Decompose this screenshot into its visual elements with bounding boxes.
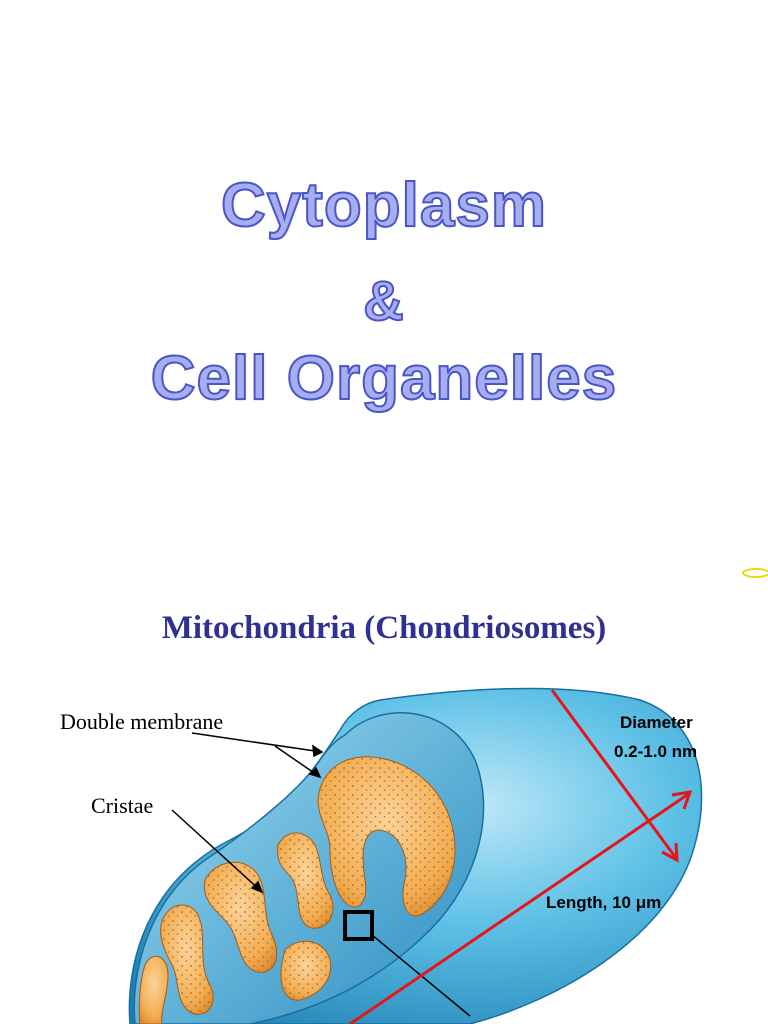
label-cristae: Cristae (91, 793, 153, 819)
label-diameter: Diameter (620, 713, 693, 733)
label-length: Length, 10 μm (546, 893, 661, 913)
label-double-membrane: Double membrane (60, 709, 223, 735)
label-diameter-value: 0.2-1.0 nm (614, 742, 697, 762)
